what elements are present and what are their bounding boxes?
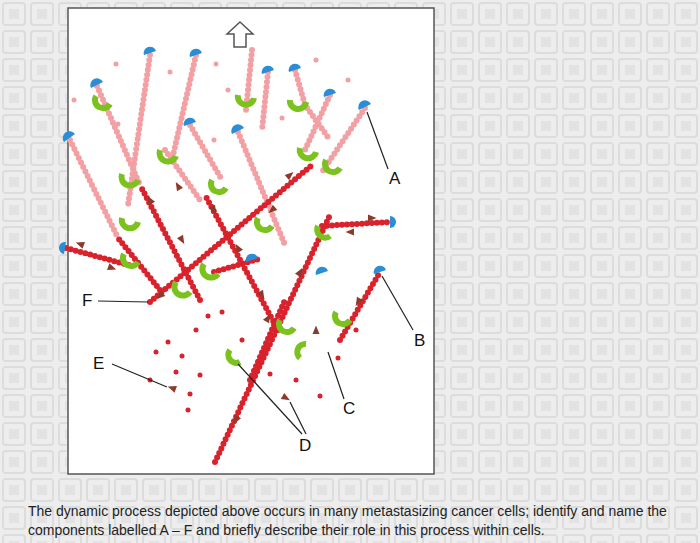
- part-label: D: [299, 437, 311, 454]
- free-arp23: [228, 350, 240, 363]
- capping-proteins: [59, 47, 396, 275]
- arp23-complexes: [95, 95, 350, 363]
- part-label: F: [82, 292, 92, 309]
- part-label: A: [389, 170, 400, 187]
- question-caption: The dynamic process depicted above occur…: [28, 502, 696, 540]
- leader-lines: [98, 112, 413, 434]
- part-label: B: [414, 332, 425, 349]
- cofilin-triangles: [75, 169, 377, 425]
- part-label: C: [343, 400, 355, 417]
- growth-arrow: [227, 22, 253, 47]
- actin-monomers: [72, 58, 359, 413]
- part-label: E: [93, 355, 104, 372]
- panel-frame: [68, 8, 434, 474]
- free-arp23: [297, 344, 306, 358]
- red-filaments: [66, 165, 390, 462]
